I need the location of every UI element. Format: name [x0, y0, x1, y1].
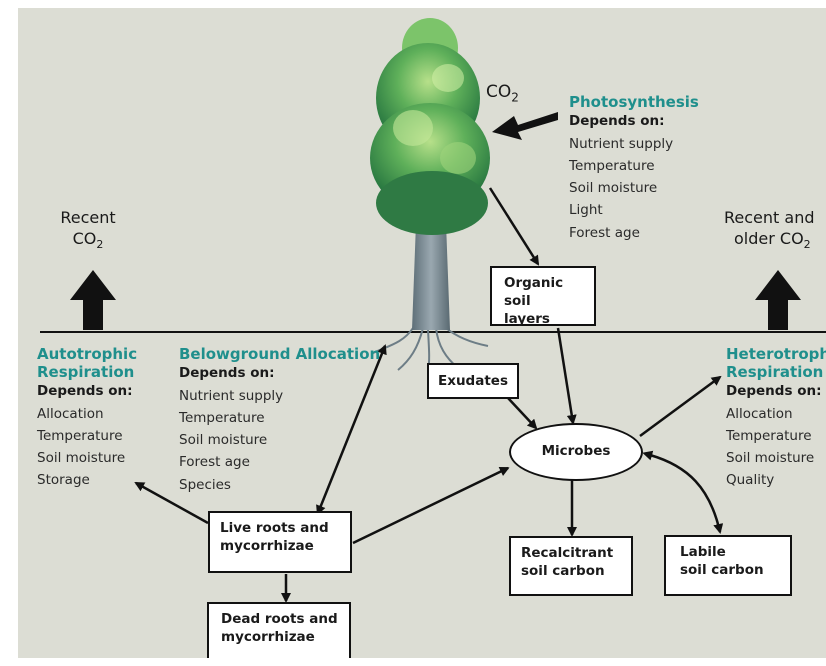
belowground-factor: Nutrient supply — [179, 387, 284, 404]
roots-belowground-arrow — [316, 344, 387, 516]
photosynthesis-title: Photosynthesis — [569, 93, 699, 111]
tree-foliage — [370, 18, 490, 235]
autotrophic-factor: Temperature — [37, 427, 123, 444]
belowground-title: Belowground Allocation — [179, 345, 381, 363]
belowground-block: Belowground Allocation Depends on: Nutri… — [179, 345, 380, 496]
photosynthesis-factor: Nutrient supply — [569, 135, 674, 152]
labile-box: Labile soil carbon — [664, 535, 792, 596]
heterotrophic-factor: Soil moisture — [726, 450, 815, 467]
belowground-factor: Forest age — [179, 454, 250, 471]
heterotrophic-title: Heterotrophic — [726, 345, 826, 363]
photosynthesis-block: Photosynthesis Depends on: Nutrient supp… — [569, 93, 699, 244]
organic-to-microbes-arrow — [556, 327, 577, 425]
autotrophic-factor: Allocation — [37, 405, 104, 422]
exudates-box: Exudates — [427, 363, 519, 399]
microbes-to-heterotrophic-arrow — [639, 375, 722, 438]
diagram-graphics — [40, 18, 826, 603]
exudates-to-microbes-arrow — [507, 397, 538, 430]
autotrophic-factor: Soil moisture — [37, 450, 126, 467]
heterotrophic-depends: Depends on: — [726, 383, 822, 399]
autotrophic-title: Respiration — [37, 363, 135, 381]
liveroots-to-autotrophic-arrow — [134, 481, 209, 525]
autotrophic-block: Autotrophic Respiration Depends on: Allo… — [37, 345, 137, 492]
photosynthesis-factor: Temperature — [569, 157, 655, 174]
autotrophic-depends: Depends on: — [37, 383, 133, 399]
belowground-factor: Species — [179, 476, 231, 493]
co2-input-label: CO2 — [486, 82, 519, 105]
photosynthesis-factor: Soil moisture — [569, 180, 658, 197]
heterotrophic-block: Heterotrophic Respiration Depends on: Al… — [726, 345, 826, 492]
tree-to-organic-arrow — [488, 187, 540, 266]
photosynthesis-factor: Light — [569, 202, 603, 219]
autotrophic-factor: Storage — [37, 472, 90, 489]
heterotrophic-title: Respiration — [726, 363, 824, 381]
liveroots-to-microbes-arrow — [352, 466, 510, 545]
photosynthesis-factor: Forest age — [569, 224, 640, 241]
recalcitrant-box: Recalcitrant soil carbon — [509, 536, 633, 596]
recent-co2-label: Recent CO2 — [60, 208, 116, 251]
autotrophic-title: Autotrophic — [37, 345, 138, 363]
heterotrophic-factor: Allocation — [726, 405, 793, 422]
belowground-factor: Soil moisture — [179, 432, 268, 449]
tree-trunk — [412, 223, 450, 330]
belowground-factor: Temperature — [179, 409, 265, 426]
older-co2-arrow — [755, 270, 801, 330]
heterotrophic-factor: Quality — [726, 472, 775, 489]
co2-input-arrow — [492, 112, 558, 140]
live-roots-box: Live roots and mycorrhizae — [208, 511, 352, 573]
belowground-depends: Depends on: — [179, 365, 275, 381]
recent-older-co2-label: Recent and older CO2 — [724, 208, 815, 251]
microbes-labile-arrow — [642, 450, 724, 534]
diagram-canvas: CO2 Photosynthesis Depends on: Nutrient … — [18, 8, 826, 658]
photosynthesis-depends: Depends on: — [569, 113, 665, 129]
organic-soil-box: Organic soil layers — [490, 266, 596, 327]
recent-co2-arrow — [70, 270, 116, 330]
microbes-ellipse: Microbes — [509, 423, 643, 481]
dead-roots-box: Dead roots and mycorrhizae — [207, 602, 351, 658]
heterotrophic-factor: Temperature — [726, 427, 812, 444]
